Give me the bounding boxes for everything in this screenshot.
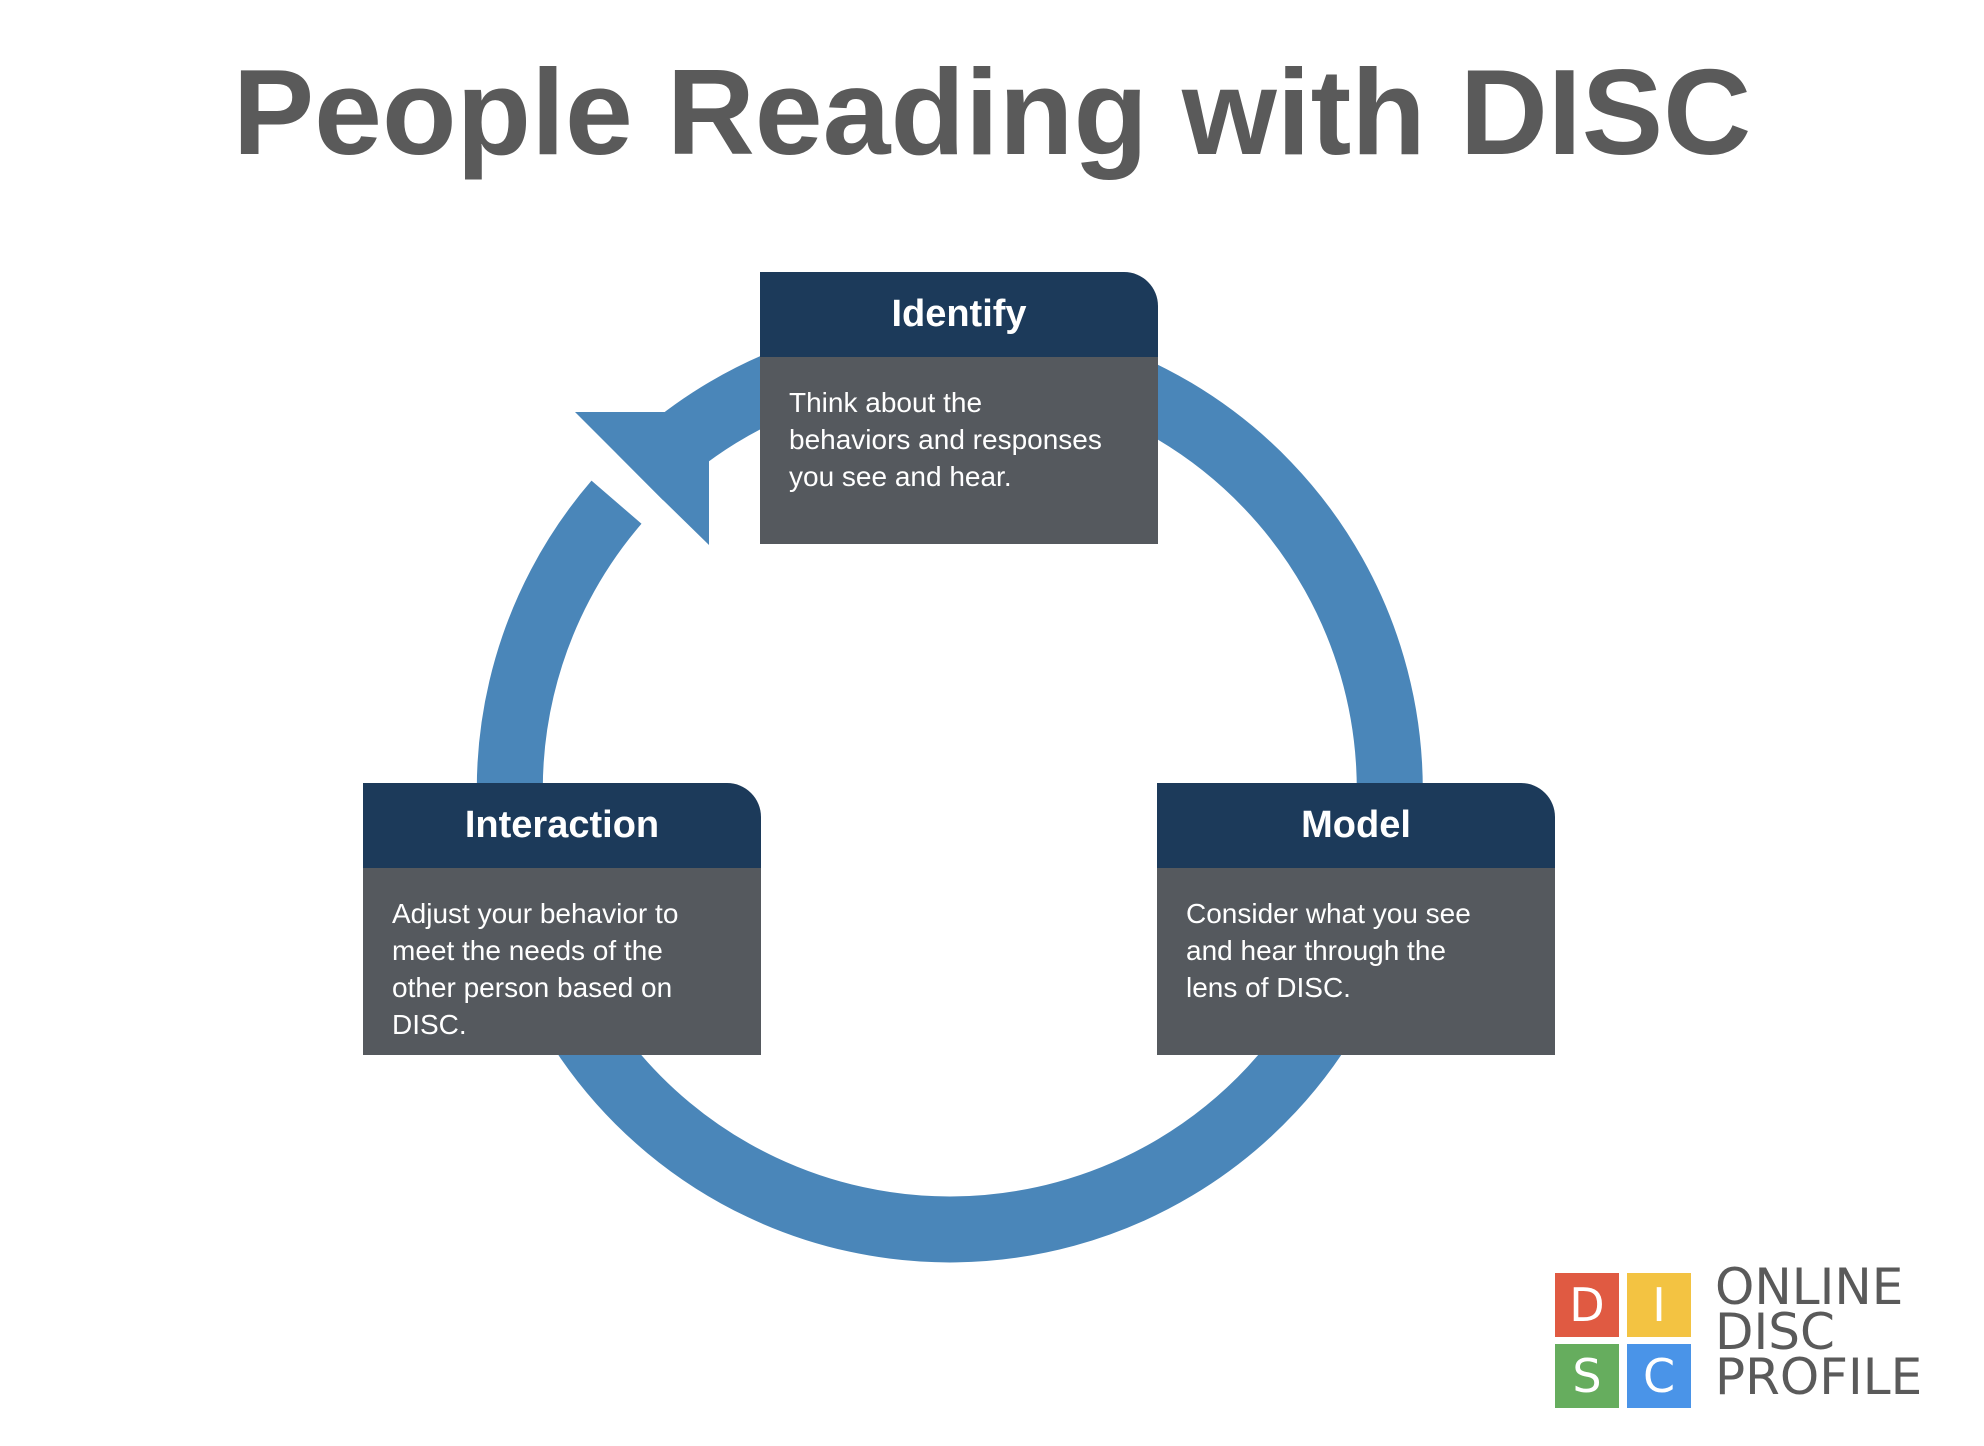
page-title: People Reading with DISC (232, 44, 1752, 180)
logo-text-line: DISC (1715, 1303, 1835, 1361)
step-card-identify: Identify Think about the behaviors and r… (760, 272, 1158, 544)
description-line: other person based on (392, 972, 673, 1003)
step-title-identify: Identify (760, 272, 1158, 357)
description-line: DISC. (392, 1009, 467, 1040)
description-line: lens of DISC. (1186, 972, 1351, 1003)
step-title-interaction: Interaction (363, 783, 761, 868)
description-line: Consider what you see (1186, 898, 1471, 929)
description-line: and hear through the (1186, 935, 1446, 966)
online-disc-profile-logo: D I S C ONLINE DISC PROFILE (1555, 1262, 1955, 1413)
logo-square-i: I (1627, 1273, 1691, 1337)
description-line: meet the needs of the (392, 935, 663, 966)
step-description-identify: Think about the behaviors and responses … (760, 357, 1158, 544)
step-card-interaction: Interaction Adjust your behavior to meet… (363, 783, 761, 1055)
logo-square-d: D (1555, 1273, 1619, 1337)
step-description-interaction: Adjust your behavior to meet the needs o… (363, 868, 761, 1055)
description-line: you see and hear. (789, 461, 1012, 492)
logo-square-s: S (1555, 1344, 1619, 1408)
description-line: behaviors and responses (789, 424, 1102, 455)
step-title-model: Model (1157, 783, 1555, 868)
description-line: Adjust your behavior to (392, 898, 679, 929)
arrowhead-icon (575, 412, 709, 545)
step-description-model: Consider what you see and hear through t… (1157, 868, 1555, 1055)
logo-text-line: ONLINE (1715, 1258, 1904, 1316)
step-card-model: Model Consider what you see and hear thr… (1157, 783, 1555, 1055)
logo-square-c: C (1627, 1344, 1691, 1408)
logo-text-line: PROFILE (1715, 1348, 1923, 1406)
logo-wordmark: ONLINE DISC PROFILE (1715, 1258, 1923, 1406)
description-line: Think about the (789, 387, 983, 418)
